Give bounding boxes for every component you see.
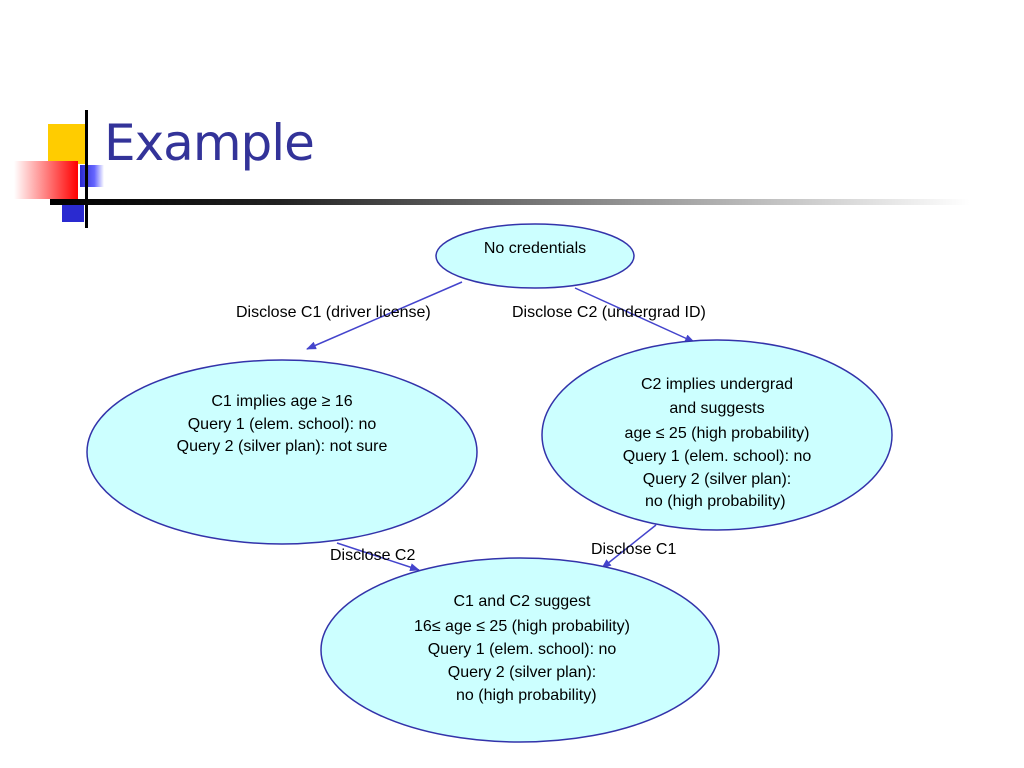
node-c2-line: no (high probability) [645,493,786,510]
node-c1-and-c2-text: C1 and C2 suggest 16≤ age ≤ 25 (high pro… [414,593,630,704]
node-c2-line: and suggests [669,400,764,417]
node-c1-line: C1 implies age ≥ 16 [211,393,352,410]
edge-label-disclose-c2: Disclose C2 [330,547,415,564]
edge-c1-to-both [336,542,420,571]
node-c1-line: Query 2 (silver plan): not sure [177,438,388,455]
node-c1-and-c2 [320,557,720,743]
node-both-line: Query 1 (elem. school): no [428,641,617,658]
node-c1 [86,359,478,545]
node-c1-text: C1 implies age ≥ 16 Query 1 (elem. schoo… [177,393,388,455]
node-c2-line: Query 1 (elem. school): no [623,448,812,465]
node-c1-line: Query 1 (elem. school): no [188,416,377,433]
node-no-credentials-label: No credentials [484,240,586,257]
node-c2-line: Query 2 (silver plan): [643,471,792,488]
node-c2-line: C2 implies undergrad [641,376,793,393]
edge-label-disclose-c2-undergrad-id: Disclose C2 (undergrad ID) [512,304,706,321]
decorative-red-gradient-bar [14,161,78,199]
title-underline [50,199,970,205]
decorative-blue-square [62,204,84,222]
decorative-vertical-line [85,110,88,228]
decorative-yellow-square [48,124,88,164]
node-both-line: C1 and C2 suggest [454,593,592,610]
node-c2 [541,339,893,531]
node-both-line: 16≤ age ≤ 25 (high probability) [414,618,630,635]
edge-label-disclose-c1: Disclose C1 [591,541,676,558]
edge-root-to-c1 [306,281,463,350]
node-c2-text: C2 implies undergrad and suggests age ≤ … [623,376,812,510]
edge-root-to-c2 [574,287,695,343]
node-both-line: no (high probability) [456,687,597,704]
edge-c2-to-both [601,524,657,569]
node-both-line: Query 2 (silver plan): [448,664,597,681]
node-c2-line: age ≤ 25 (high probability) [625,425,810,442]
edge-label-disclose-c1-driver-license: Disclose C1 (driver license) [236,304,431,321]
node-no-credentials [435,223,635,289]
slide-title: Example [104,114,315,172]
